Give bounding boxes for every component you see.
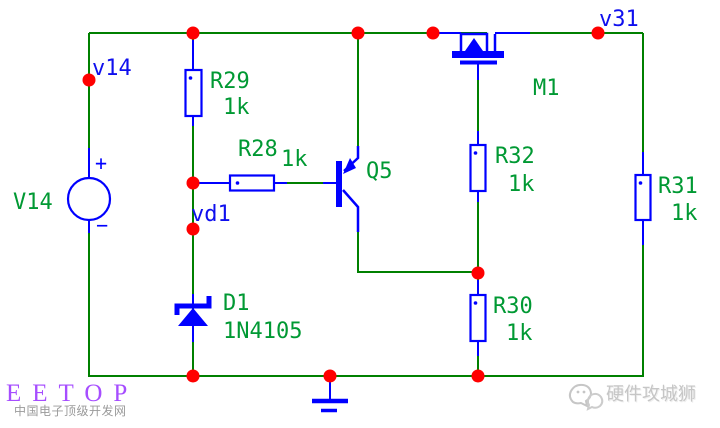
label-q5-ref: Q5 (366, 159, 393, 184)
r31-body (634, 173, 652, 222)
label-r30-value: 1k (506, 321, 533, 346)
label-r29-ref: R29 (210, 69, 250, 94)
label-r30-ref: R30 (493, 294, 533, 319)
resistor-r32 (469, 131, 487, 202)
m1-gate-plate (460, 60, 497, 65)
transistor-q5 (336, 146, 360, 232)
junction-dot-vd1 (186, 222, 200, 236)
voltage-source-v14 (66, 148, 112, 233)
r30-body (469, 293, 487, 343)
junction-dot-top-m1 (426, 26, 440, 40)
v14-circle (66, 176, 112, 222)
resistor-r29 (184, 40, 203, 126)
junction-dot-bottom-gnd (323, 369, 337, 383)
junction-dot-emitter-r32 (471, 266, 485, 280)
junction-dot-v14 (82, 73, 96, 87)
mosfet-m1 (437, 32, 530, 80)
q5-emitter-arrow (343, 158, 356, 174)
m1-channel-bar (452, 51, 504, 58)
label-r32-value: 1k (508, 172, 535, 197)
label-d1-value: 1N4105 (223, 319, 303, 344)
wire-net (88, 32, 644, 377)
junction-dot-top-q5 (351, 26, 365, 40)
watermark-text: 硬件攻城狮 (606, 384, 696, 405)
m1-body-arrow (465, 38, 483, 51)
eetop-logo-subtitle: 中国电子顶级开发网 (14, 404, 127, 418)
net-label-v14: v14 (92, 56, 132, 81)
junction-dot-v31 (591, 26, 605, 40)
resistor-r31 (634, 152, 652, 245)
label-v14-source-ref: V14 (13, 190, 53, 215)
junction-dots (82, 26, 605, 383)
resistor-r30 (469, 280, 487, 356)
v14-minus-sign: − (96, 213, 109, 237)
net-label-vd1: vd1 (191, 202, 231, 227)
label-r29-value: 1k (223, 95, 250, 120)
r32-body (469, 143, 487, 193)
eetop-logo: EETOP (6, 380, 139, 407)
label-r31-ref: R31 (658, 174, 698, 199)
label-d1-ref: D1 (223, 291, 250, 316)
r30-pin1-marker (473, 301, 478, 305)
r32-pin1-marker (473, 151, 478, 155)
q5-base-bar (336, 161, 342, 207)
junction-dot-r28-base (186, 176, 200, 190)
junction-dot-top-r29 (186, 26, 200, 40)
r28-pin1-marker (235, 181, 240, 185)
label-r31-value: 1k (671, 201, 698, 226)
label-r28-ref: R28 (238, 137, 278, 162)
d1-cathode-bar (174, 296, 212, 315)
label-r28-value: 1k (281, 147, 308, 172)
resistor-r28 (199, 174, 336, 192)
label-r32-ref: R32 (495, 144, 535, 169)
d1-anode-triangle (178, 308, 208, 326)
junction-dot-bottom-d1 (186, 369, 200, 383)
r29-body (184, 68, 203, 118)
net-label-v31: v31 (599, 7, 639, 32)
watermark-bubbles-icon (568, 383, 604, 411)
r28-body (228, 174, 276, 192)
junction-dot-bottom-r30 (471, 369, 485, 383)
r29-pin1-marker (188, 76, 193, 80)
m1-left-terminal (459, 32, 489, 52)
v14-plus-sign: + (95, 151, 108, 175)
zener-diode-d1 (174, 294, 212, 342)
label-m1-ref: M1 (533, 76, 560, 101)
q5-collector-lead (342, 189, 360, 232)
wire-q5-collector-run (357, 230, 478, 273)
r31-pin1-marker (638, 181, 643, 185)
